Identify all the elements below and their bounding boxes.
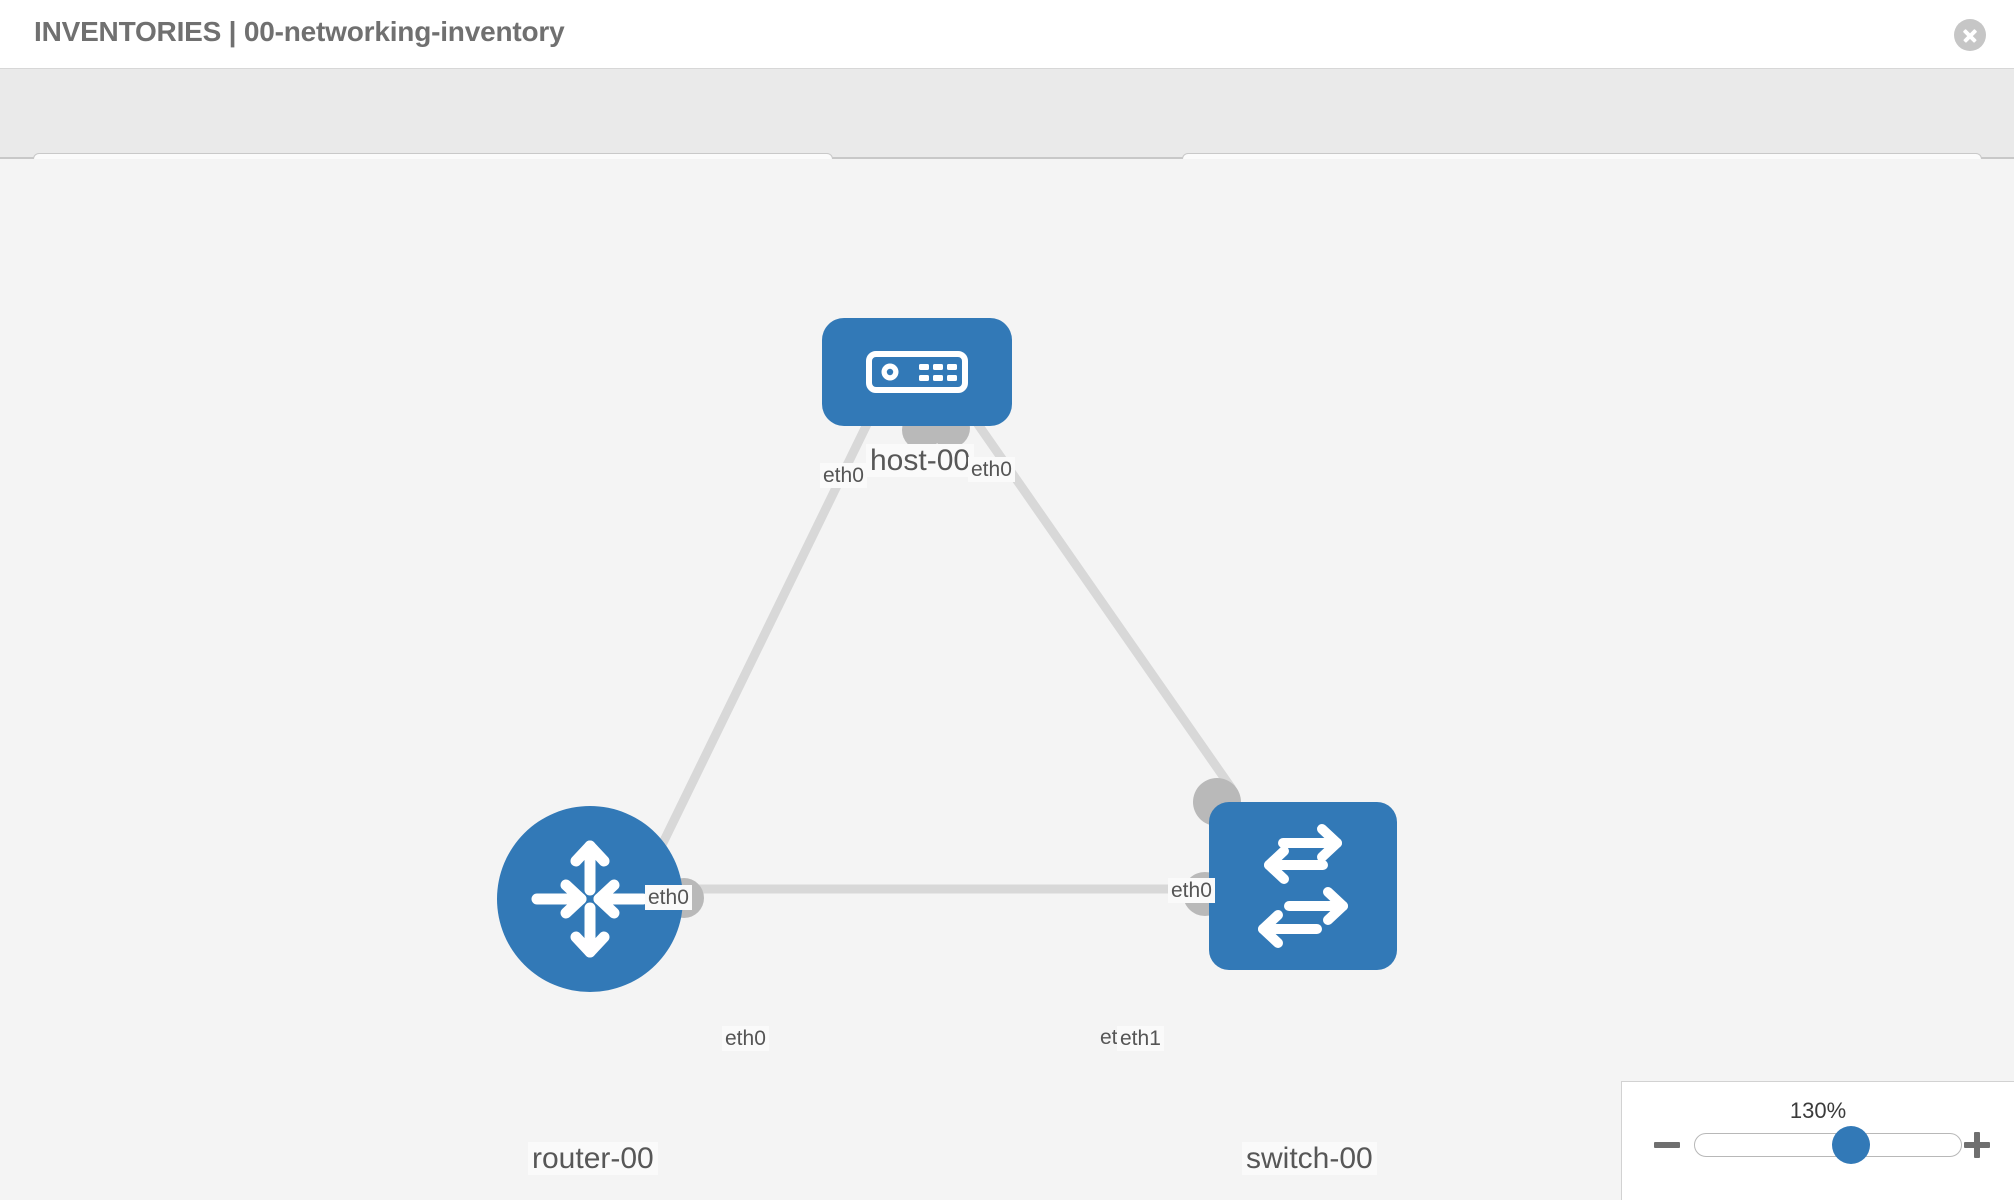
- node-host-shape: [822, 318, 1012, 426]
- toolbar: ACTIONS SEARCH: [0, 69, 2014, 205]
- topology-canvas[interactable]: host-00 eth0 eth0: [0, 159, 2014, 1200]
- edge-label-switch-eth1: eth1: [1117, 1026, 1164, 1052]
- zoom-control-panel: 130%: [1621, 1081, 2014, 1200]
- link-host-switch: [941, 374, 1236, 792]
- topology-links: [655, 374, 1236, 894]
- node-label-router-00: router-00: [528, 1142, 658, 1175]
- zoom-out-button[interactable]: [1652, 1130, 1682, 1160]
- node-switch-shape: [1209, 802, 1397, 970]
- zoom-slider-thumb[interactable]: [1832, 1126, 1870, 1164]
- edge-label-host-eth0-left: eth0: [820, 463, 867, 489]
- zoom-slider-track[interactable]: [1694, 1133, 1962, 1157]
- edge-label-router-eth0-up: eth0: [645, 885, 692, 911]
- link-router-host: [655, 375, 895, 851]
- zoom-level-label: 130%: [1789, 1098, 1847, 1123]
- node-host-00[interactable]: [822, 318, 1012, 450]
- node-label-host-00: host-00: [866, 444, 975, 477]
- edge-label-switch-eth0: eth0: [1168, 878, 1215, 904]
- edge-label-router-eth0-right: eth0: [722, 1026, 769, 1052]
- edge-label-host-eth0-right: eth0: [968, 457, 1015, 483]
- page-title: INVENTORIES | 00-networking-inventory: [34, 16, 565, 47]
- node-switch-00[interactable]: [1183, 778, 1397, 970]
- node-label-switch-00: switch-00: [1242, 1142, 1377, 1175]
- close-icon[interactable]: [1954, 19, 1986, 51]
- zoom-in-button[interactable]: [1962, 1130, 1992, 1160]
- page-header: INVENTORIES | 00-networking-inventory: [0, 0, 2014, 69]
